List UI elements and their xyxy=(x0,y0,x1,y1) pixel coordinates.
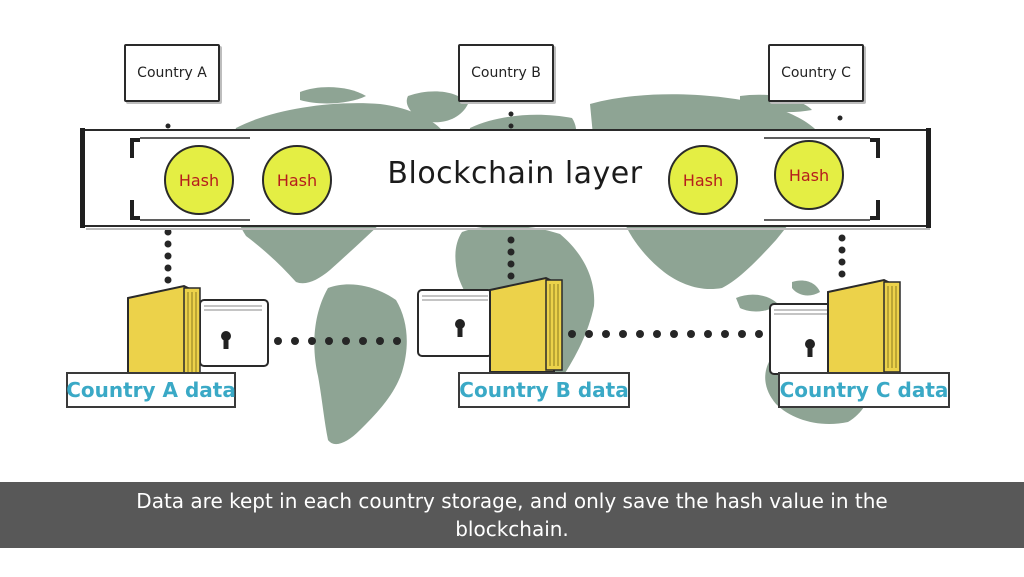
yellow-folder-icon xyxy=(489,276,563,373)
blockchain-layer-title: Blockchain layer xyxy=(387,156,643,191)
country-b-data-label: Country B data xyxy=(458,372,630,408)
keyhole-lock-icon xyxy=(805,339,815,357)
country-a-box: Country A xyxy=(124,44,220,102)
hash-node: Hash xyxy=(164,145,234,215)
keyhole-lock-icon xyxy=(221,331,231,349)
hash-node: Hash xyxy=(262,145,332,215)
country-b-box: Country B xyxy=(458,44,554,102)
dotted-connectors xyxy=(164,111,846,345)
yellow-folder-icon xyxy=(127,284,201,379)
lock-folder-icon xyxy=(199,299,269,367)
country-c-box: Country C xyxy=(768,44,864,102)
country-c-data-label: Country C data xyxy=(778,372,950,408)
keyhole-lock-icon xyxy=(455,319,465,337)
storage-a xyxy=(127,284,269,379)
yellow-folder-icon xyxy=(827,278,901,375)
hash-node: Hash xyxy=(668,145,738,215)
country-a-data-label: Country A data xyxy=(66,372,236,408)
lock-folder-icon xyxy=(417,289,493,357)
caption-bar: Data are kept in each country storage, a… xyxy=(0,482,1024,548)
storage-b xyxy=(417,276,563,373)
storage-c xyxy=(769,278,901,375)
caption-text: Data are kept in each country storage, a… xyxy=(136,489,888,541)
hash-node: Hash xyxy=(774,140,844,210)
